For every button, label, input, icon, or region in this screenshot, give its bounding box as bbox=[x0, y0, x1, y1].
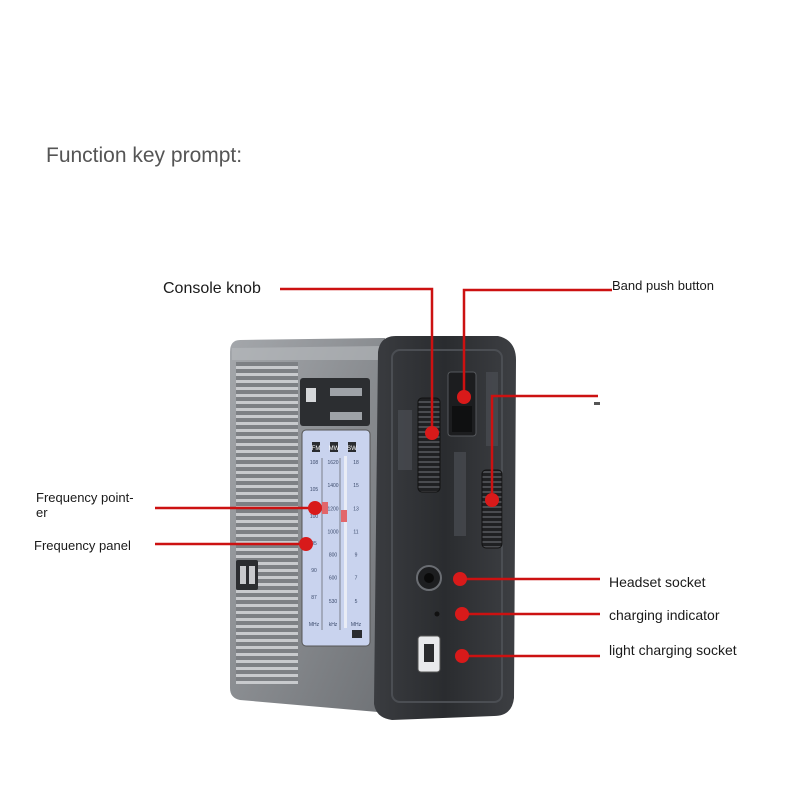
callout-lines bbox=[155, 287, 612, 658]
callout-dots bbox=[299, 390, 499, 663]
frequency-pointer-label-line2: er bbox=[36, 505, 48, 520]
mw-tick-label: 600 bbox=[329, 576, 338, 582]
page-heading: Function key prompt: bbox=[46, 144, 243, 167]
fm-tick-label: 100 bbox=[310, 514, 319, 520]
sw-tick-label: 7 bbox=[355, 576, 358, 582]
console-knob-label: Console knob bbox=[163, 280, 261, 297]
mw-tick-label: 1000 bbox=[327, 529, 338, 535]
charging-indicator bbox=[434, 611, 440, 617]
band-push-button-label: Band push button bbox=[612, 278, 714, 293]
speaker-grille bbox=[236, 362, 298, 684]
fm-tick-label: 108 bbox=[310, 460, 319, 466]
fm-tick-label: 105 bbox=[310, 487, 319, 493]
console-knob-line bbox=[280, 287, 434, 433]
frequency-pointer-label-line1: Frequency point- bbox=[36, 490, 134, 505]
frequency-pointer bbox=[322, 502, 328, 514]
mw-scale: 1620 1400 1200 1000 800 600 530 kHz bbox=[327, 460, 338, 628]
frequency-panel-label: Frequency panel bbox=[34, 538, 131, 553]
sw-tick-label: 5 bbox=[355, 599, 358, 605]
sw-tick-label: MHz bbox=[351, 622, 362, 628]
headset-socket-label: Headset socket bbox=[609, 574, 706, 590]
fm-tick-label: 87 bbox=[311, 595, 317, 601]
sw-tick-label: 18 bbox=[353, 460, 359, 466]
sw-tick-label: 11 bbox=[353, 529, 358, 535]
sw-tick-label: 13 bbox=[353, 506, 359, 512]
mw-tick-label: kHz bbox=[329, 622, 338, 628]
mw-tick-label: 1400 bbox=[327, 483, 338, 489]
charging-indicator-label: charging indicator bbox=[609, 607, 720, 623]
sw-tick-label: 9 bbox=[355, 553, 358, 559]
sw-tick-label: 15 bbox=[353, 483, 359, 489]
radio-side-face bbox=[374, 336, 516, 720]
sw-band-label: SW bbox=[347, 446, 357, 452]
mw-tick-label: 1200 bbox=[327, 506, 338, 512]
fm-band-label: FM bbox=[312, 446, 321, 452]
mw-tick-label: 530 bbox=[329, 599, 338, 605]
mw-band-label: MW bbox=[329, 446, 340, 452]
dial-panel bbox=[301, 429, 371, 647]
light-charging-socket-label: light charging socket bbox=[609, 642, 737, 658]
band-button-line bbox=[462, 288, 612, 397]
console-knob[interactable] bbox=[417, 397, 441, 493]
fm-tick-label: 95 bbox=[311, 541, 317, 547]
fm-tick-label: MHz bbox=[309, 622, 320, 628]
mw-tick-label: 1620 bbox=[327, 460, 338, 466]
tuning-knob-line bbox=[490, 394, 598, 500]
mw-tick-label: 800 bbox=[329, 553, 338, 559]
fm-tick-label: 90 bbox=[311, 568, 317, 574]
